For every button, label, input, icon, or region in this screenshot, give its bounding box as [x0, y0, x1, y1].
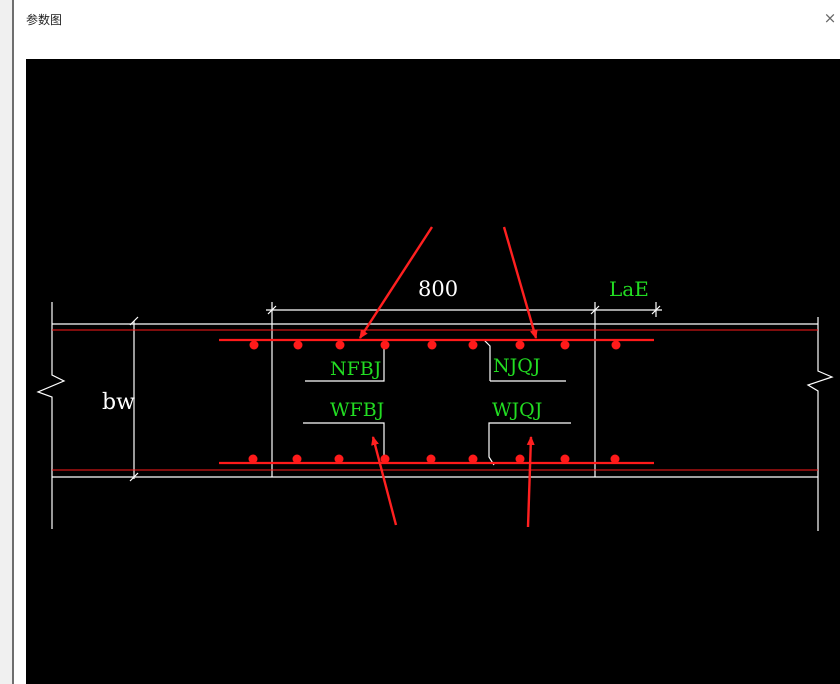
rebar-dot	[335, 340, 345, 350]
lae-label: LaE	[609, 277, 649, 301]
nfbj-leader	[305, 345, 385, 382]
rebar-dot	[560, 454, 570, 464]
arrow-inner-left	[358, 226, 434, 339]
cad-drawing: 800 LaE bw NFBJ NJQJ WFBJ WJQJ	[36, 226, 834, 531]
rebar-dot	[427, 340, 437, 350]
right-break-line	[806, 317, 834, 531]
close-button[interactable]: ×	[823, 9, 837, 27]
dim-tick-2	[590, 305, 600, 315]
rebar-dot	[611, 340, 621, 350]
rebar-dot	[249, 340, 259, 350]
rebar-dot	[468, 340, 478, 350]
arrow-outer-left	[371, 436, 398, 526]
nfbj-label: NFBJ	[330, 358, 381, 380]
rebar-dot	[334, 454, 344, 464]
rebar-dot	[292, 454, 302, 464]
rebar-dot	[515, 454, 525, 464]
dialog-title: 参数图	[26, 13, 63, 27]
arrow-outer-right	[526, 436, 535, 528]
wfbj-leader	[303, 422, 385, 457]
bw-label: bw	[102, 390, 135, 415]
rebar-dot	[380, 340, 390, 350]
rebar-dot	[560, 340, 570, 350]
rebar-dot	[293, 340, 303, 350]
background-window-strip	[0, 0, 12, 684]
arrow-inner-right	[502, 226, 538, 339]
njqj-leader	[483, 339, 491, 381]
rebar-dot	[426, 454, 436, 464]
rebar-dot	[248, 454, 258, 464]
dialog-border	[12, 0, 14, 684]
wjqj-label: WJQJ	[492, 399, 542, 421]
rebar-dots	[248, 340, 621, 464]
cad-canvas: 800 LaE bw NFBJ NJQJ WFBJ WJQJ	[26, 59, 840, 684]
wfbj-label: WFBJ	[330, 399, 384, 421]
rebar-dot	[515, 340, 525, 350]
njqj-label: NJQJ	[493, 355, 540, 377]
bw-tick-top	[129, 316, 139, 326]
dimension-800-label: 800	[418, 277, 458, 301]
bw-tick-bottom	[129, 472, 139, 482]
dim-tick-1	[267, 305, 277, 315]
rebar-dot	[468, 454, 478, 464]
wjqj-leader	[488, 422, 571, 466]
rebar-dot	[380, 454, 390, 464]
rebar-dot	[610, 454, 620, 464]
left-break-line	[36, 302, 66, 529]
parameter-diagram-dialog: 参数图 ×	[14, 0, 840, 684]
